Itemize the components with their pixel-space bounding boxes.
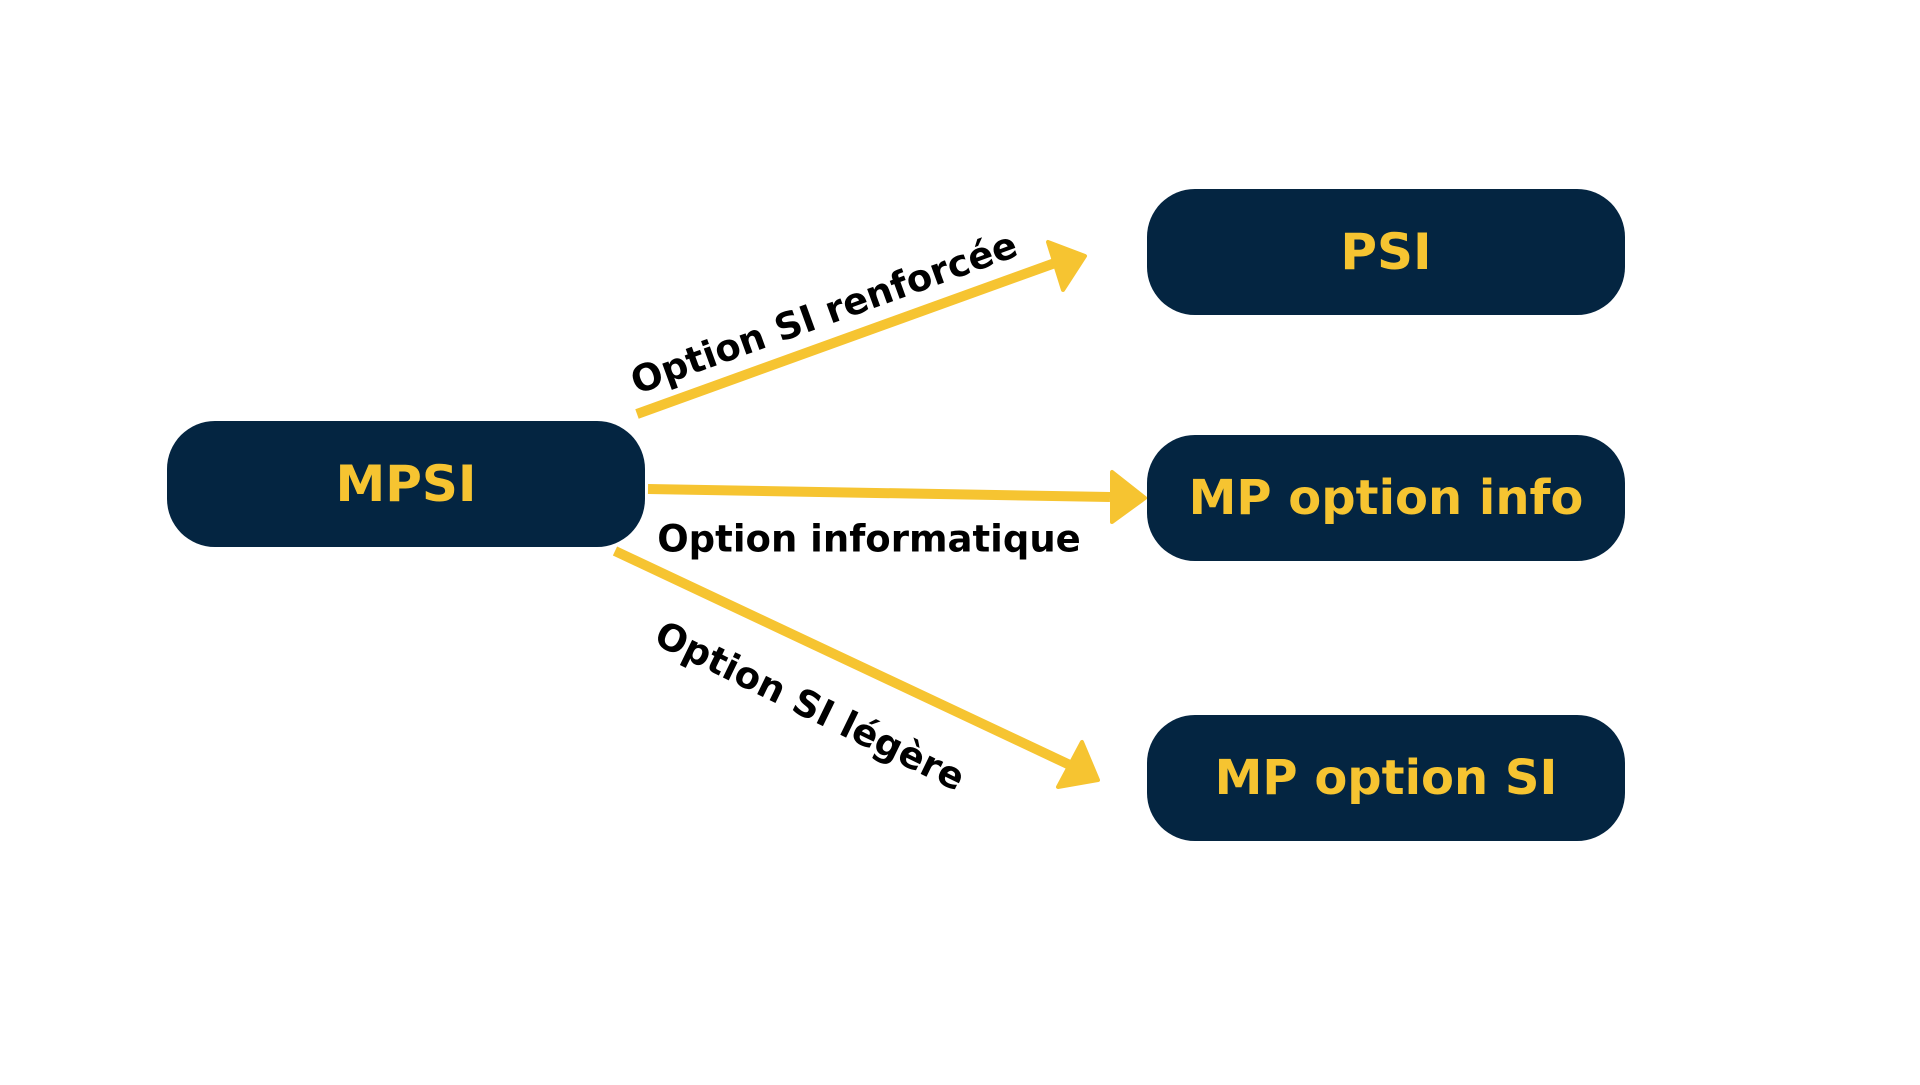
node-mp-option-si-box <box>1147 715 1625 841</box>
edge-label-option-informatique: Option informatique <box>657 518 1081 561</box>
node-mp-option-si: MP option SI <box>1147 715 1625 841</box>
node-mpsi-label: MPSI <box>335 455 476 513</box>
node-psi-box <box>1147 189 1625 315</box>
node-mpsi-box <box>167 421 645 547</box>
edge-label-option-si-renforcee: Option SI renforcée <box>625 223 1023 403</box>
node-mp-option-info-label: MP option info <box>1189 470 1584 526</box>
arrow-head-to-mp-si <box>1056 740 1100 789</box>
arrow-head-to-psi <box>1046 240 1087 292</box>
arrow-line-to-mp-si <box>612 546 1075 771</box>
arrow-line-to-mp-info <box>647 484 1111 502</box>
edge-to-psi <box>635 240 1087 419</box>
node-mp-option-info-box <box>1147 435 1625 561</box>
node-psi-label: PSI <box>1340 223 1431 281</box>
arrow-line-to-psi <box>635 258 1057 419</box>
node-mpsi: MPSI <box>167 421 645 547</box>
edge-to-mp-si <box>612 546 1100 789</box>
node-mp-option-si-label: MP option SI <box>1215 750 1558 806</box>
node-psi: PSI <box>1147 189 1625 315</box>
edge-to-mp-info <box>647 470 1147 524</box>
arrow-head-to-mp-info <box>1110 470 1147 524</box>
node-mp-option-info: MP option info <box>1147 435 1625 561</box>
